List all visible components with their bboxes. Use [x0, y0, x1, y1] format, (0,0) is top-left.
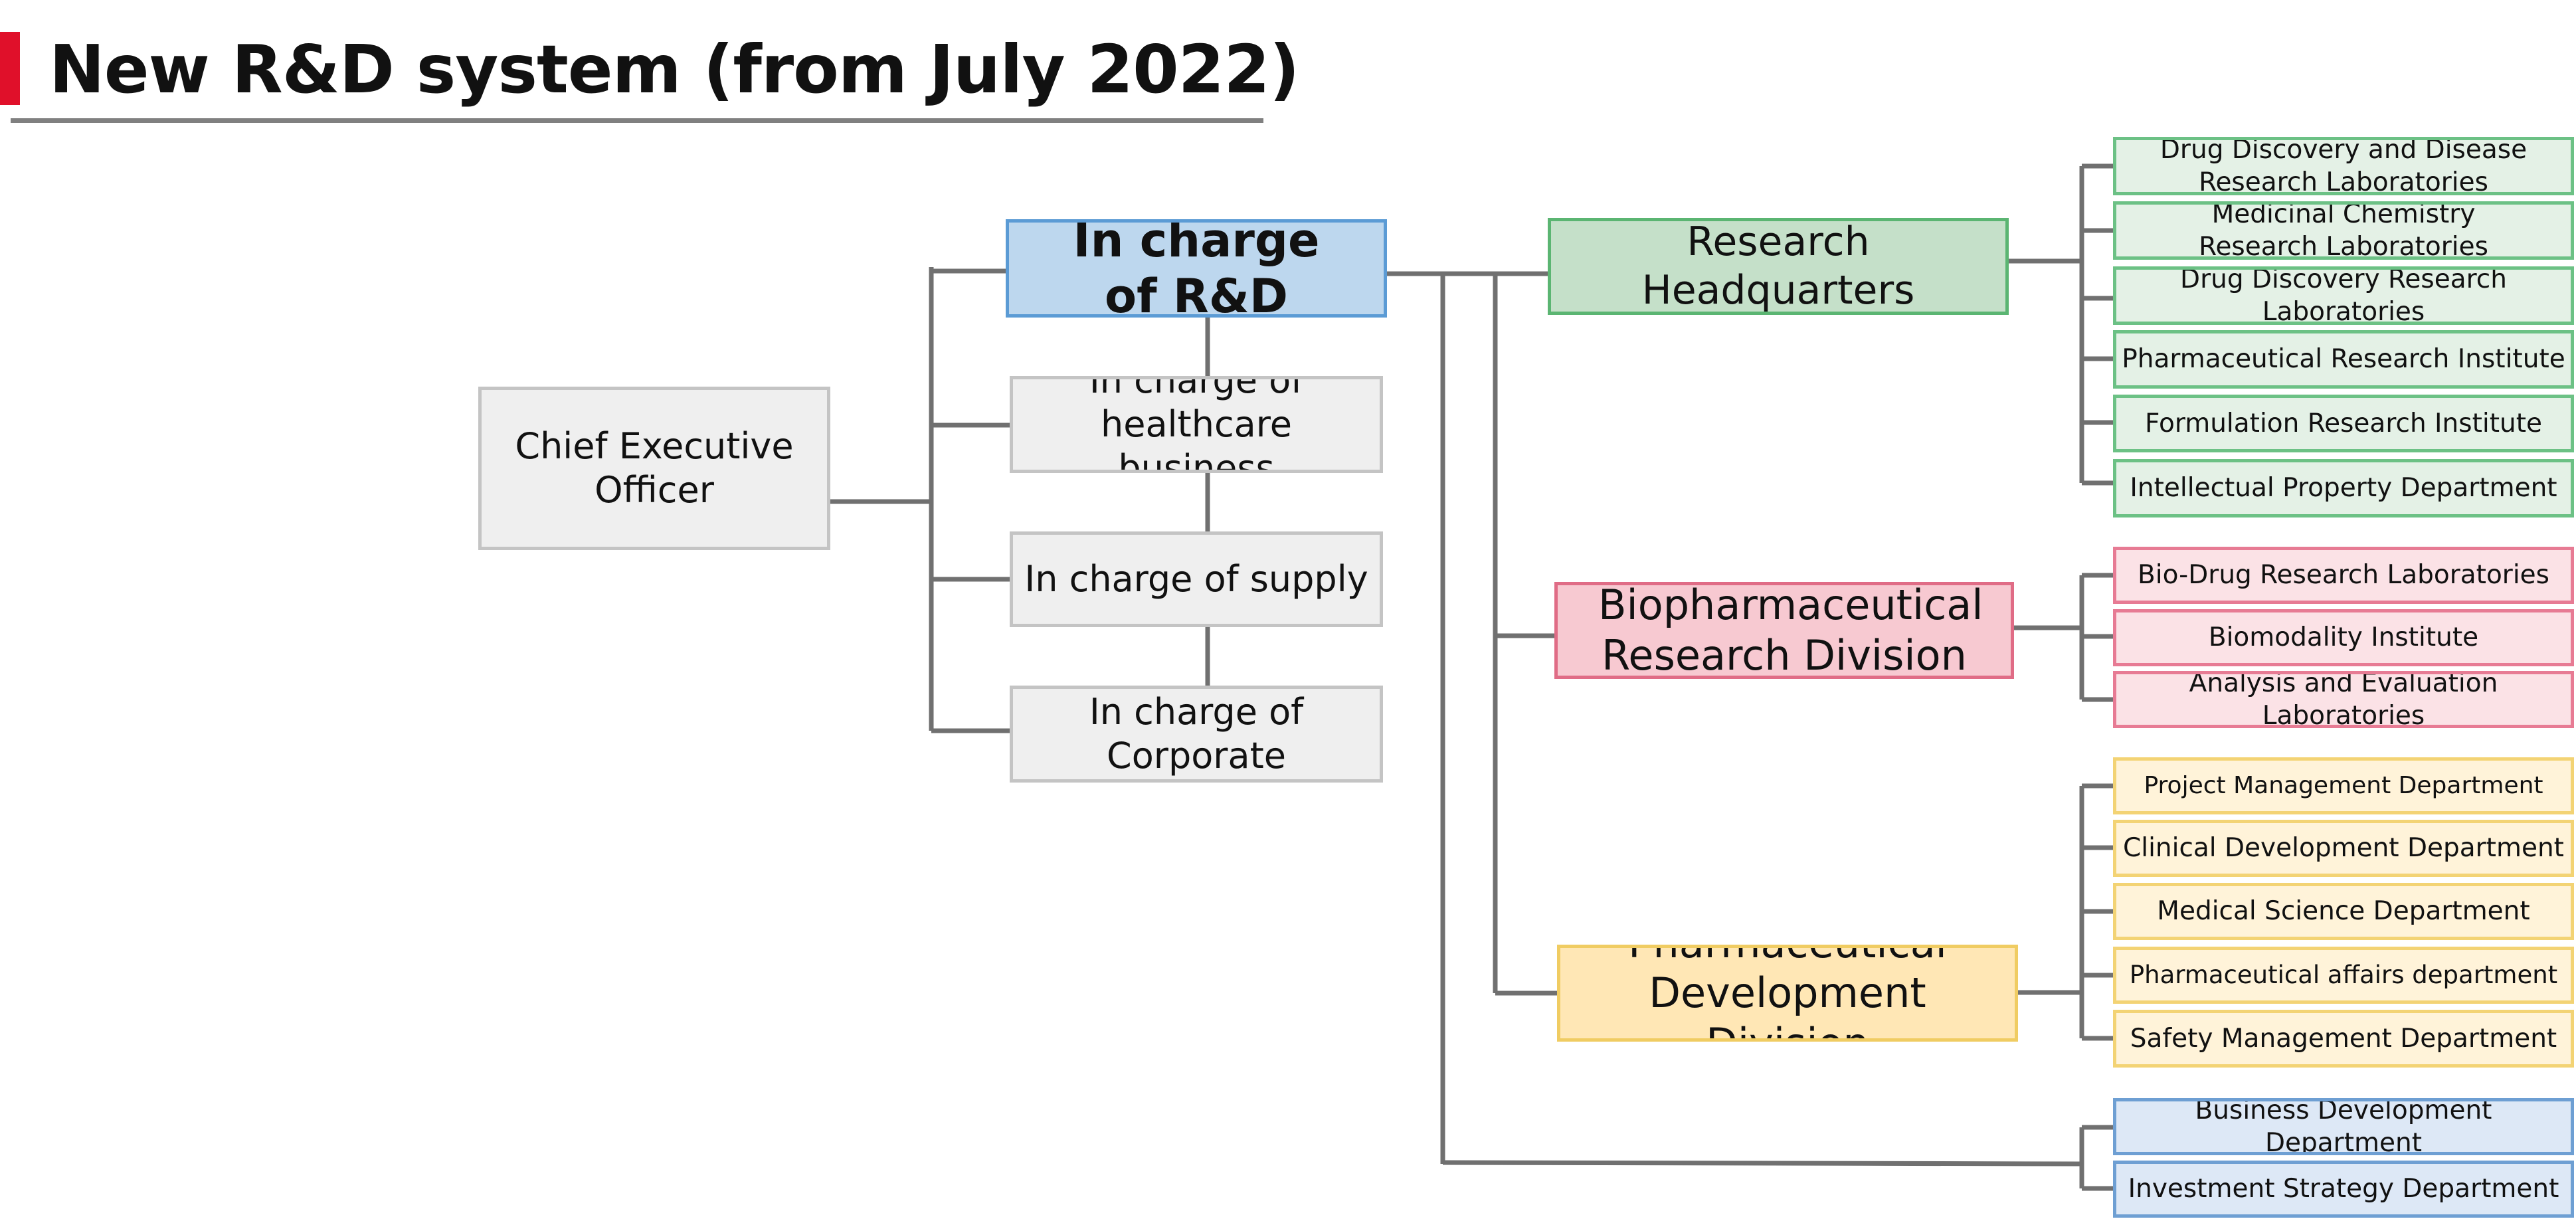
direct-unit: Business Development Department — [2113, 1098, 2574, 1155]
page-title: New R&D system (from July 2022) — [49, 31, 1300, 108]
title-underline — [11, 118, 1263, 123]
officer-supply-label: In charge of supply — [1024, 558, 1368, 601]
biopharma-unit: Analysis and Evaluation Laboratories — [2113, 671, 2574, 728]
title-accent-bar — [0, 32, 20, 105]
officer-healthcare-label: In charge of healthcare business — [1089, 376, 1304, 473]
biopharma-unit: Biomodality Institute — [2113, 609, 2574, 666]
officer-corporate-label: In charge of Corporate — [1089, 691, 1304, 777]
development-unit: Project Management Department — [2113, 757, 2574, 814]
biopharmaceutical-division-box: Biopharmaceutical Research Division — [1554, 582, 2014, 679]
development-division-box: Pharmaceutical Development Division — [1557, 945, 2018, 1042]
development-unit: Pharmaceutical affairs department — [2113, 947, 2574, 1004]
research-unit: Formulation Research Institute — [2113, 395, 2574, 452]
ceo-label: Chief Executive Officer — [515, 425, 794, 511]
connector-to-direct-units — [1442, 1160, 2081, 1167]
research-unit: Drug Discovery and Disease Research Labo… — [2113, 137, 2574, 195]
research-unit: Intellectual Property Department — [2113, 459, 2574, 517]
officer-supply-box: In charge of supply — [1010, 531, 1383, 627]
biopharmaceutical-division-label: Biopharmaceutical Research Division — [1598, 582, 1983, 679]
officer-rd-label: In charge of R&D — [1073, 219, 1320, 318]
officer-corporate-box: In charge of Corporate — [1010, 686, 1383, 783]
officer-healthcare-box: In charge of healthcare business — [1010, 376, 1383, 473]
research-headquarters-box: Research Headquarters — [1548, 218, 2009, 315]
biopharma-unit: Bio-Drug Research Laboratories — [2113, 547, 2574, 604]
research-unit: Medicinal Chemistry Research Laboratorie… — [2113, 201, 2574, 260]
development-unit: Clinical Development Department — [2113, 820, 2574, 877]
research-headquarters-label: Research Headquarters — [1641, 218, 1915, 314]
ceo-box: Chief Executive Officer — [478, 387, 830, 550]
research-unit: Drug Discovery Research Laboratories — [2113, 266, 2574, 325]
development-unit: Medical Science Department — [2113, 883, 2574, 940]
development-unit: Safety Management Department — [2113, 1010, 2574, 1068]
development-division-label: Pharmaceutical Development Division — [1628, 948, 1947, 1038]
direct-unit: Investment Strategy Department — [2113, 1161, 2574, 1218]
officer-rd-box: In charge of R&D — [1006, 219, 1387, 318]
research-unit: Pharmaceutical Research Institute — [2113, 330, 2574, 389]
